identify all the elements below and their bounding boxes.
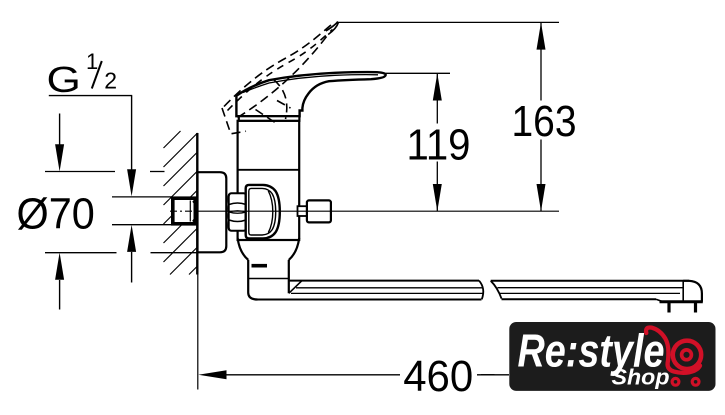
svg-text:Re:style: Re:style [518, 325, 665, 377]
svg-text:Shop: Shop [612, 365, 670, 390]
svg-text:1: 1 [86, 49, 98, 74]
svg-text:Ø70: Ø70 [17, 189, 95, 238]
svg-text:2: 2 [104, 67, 117, 93]
svg-text:119: 119 [407, 120, 471, 169]
svg-text:460: 460 [403, 352, 473, 401]
svg-text:163: 163 [512, 97, 577, 146]
svg-text:G: G [46, 59, 80, 100]
